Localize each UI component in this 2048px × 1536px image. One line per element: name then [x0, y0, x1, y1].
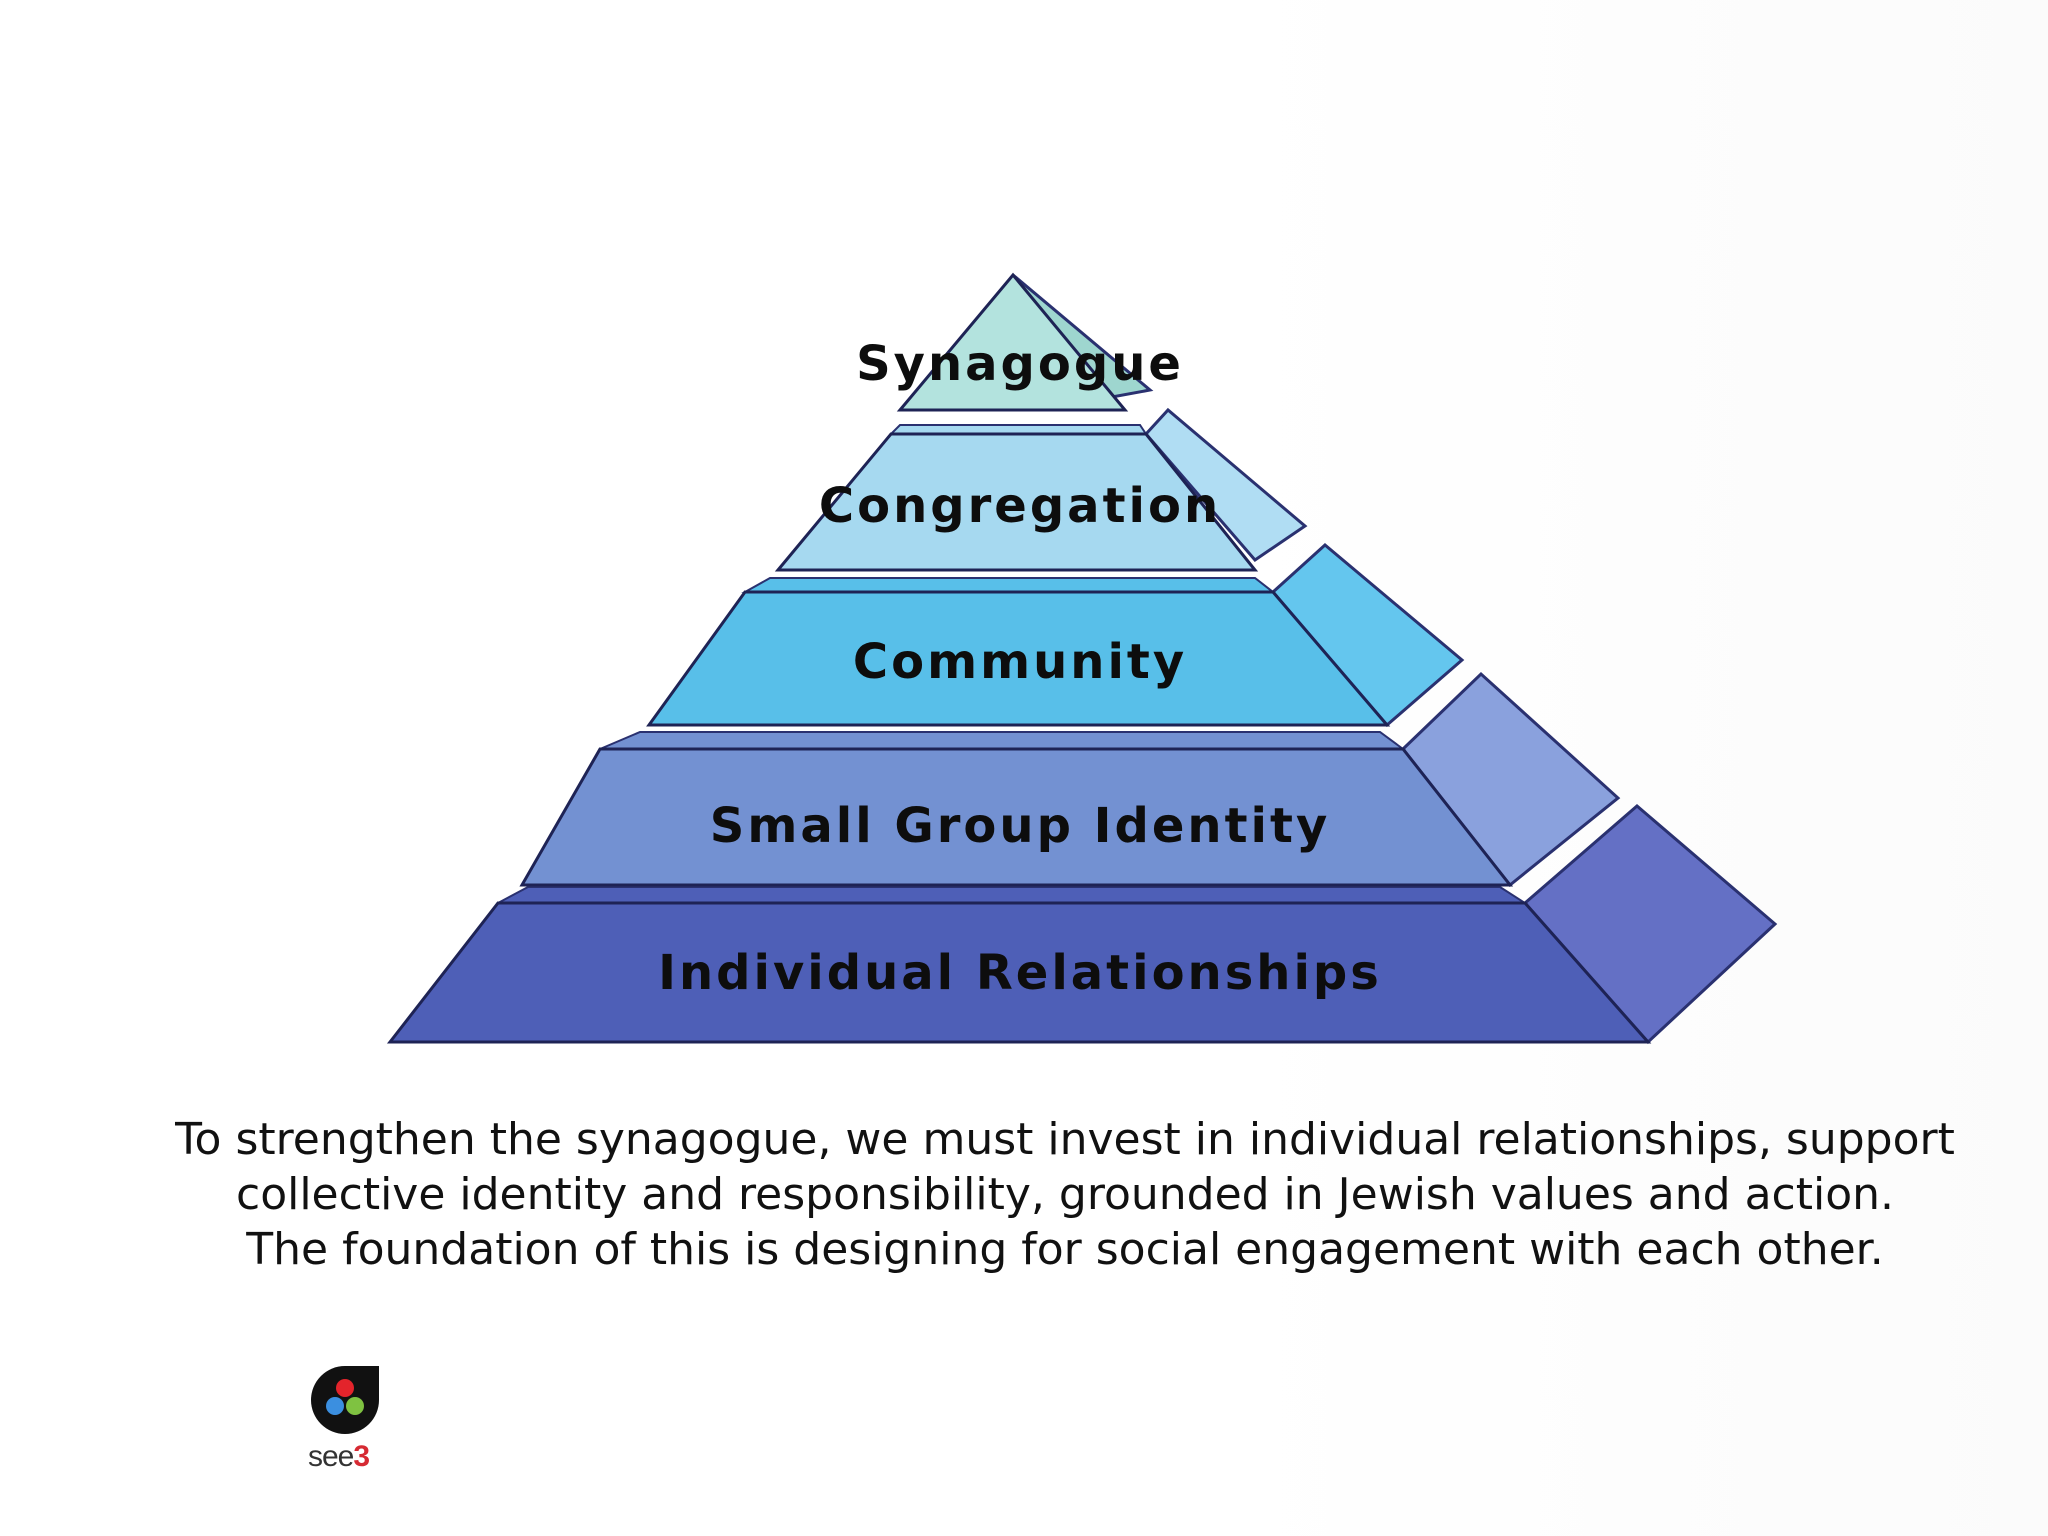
tier-small-group-identity: Small Group Identity	[519, 671, 1621, 888]
tier-label: Congregation	[819, 478, 1221, 534]
tier-congregation: Congregation	[774, 407, 1308, 572]
caption-text: To strengthen the synagogue, we must inv…	[100, 1112, 2030, 1277]
tier-community: Community	[646, 543, 1465, 728]
caption-line: collective identity and responsibility, …	[236, 1169, 1894, 1220]
tier-synagogue: Synagogue	[856, 272, 1184, 412]
tier-top-rim	[497, 886, 1529, 904]
tier-label: Synagogue	[856, 336, 1184, 392]
tier-side-face	[1143, 407, 1308, 562]
caption-line: The foundation of this is designing for …	[246, 1224, 1884, 1275]
tier-top-rim	[599, 731, 1407, 750]
see3-logo-mark-icon	[311, 1366, 379, 1434]
caption-line: To strengthen the synagogue, we must inv…	[175, 1114, 1955, 1165]
logo-wordmark: see3	[308, 1440, 370, 1474]
tier-front-face	[386, 901, 1652, 1044]
tier-front-face	[646, 590, 1391, 727]
logo-word: see	[308, 1440, 354, 1473]
tier-label: Small Group Identity	[710, 798, 1330, 854]
tier-individual-relationships: Individual Relationships	[386, 804, 1778, 1045]
tier-front-face	[896, 272, 1129, 412]
tier-front-face	[774, 432, 1259, 572]
tier-top-rim	[741, 577, 1276, 593]
tier-front-face	[519, 747, 1514, 887]
see3-logo: see3	[306, 1364, 386, 1484]
tier-label: Community	[853, 634, 1187, 690]
tier-label: Individual Relationships	[658, 945, 1382, 1001]
logo-number: 3	[353, 1440, 370, 1473]
